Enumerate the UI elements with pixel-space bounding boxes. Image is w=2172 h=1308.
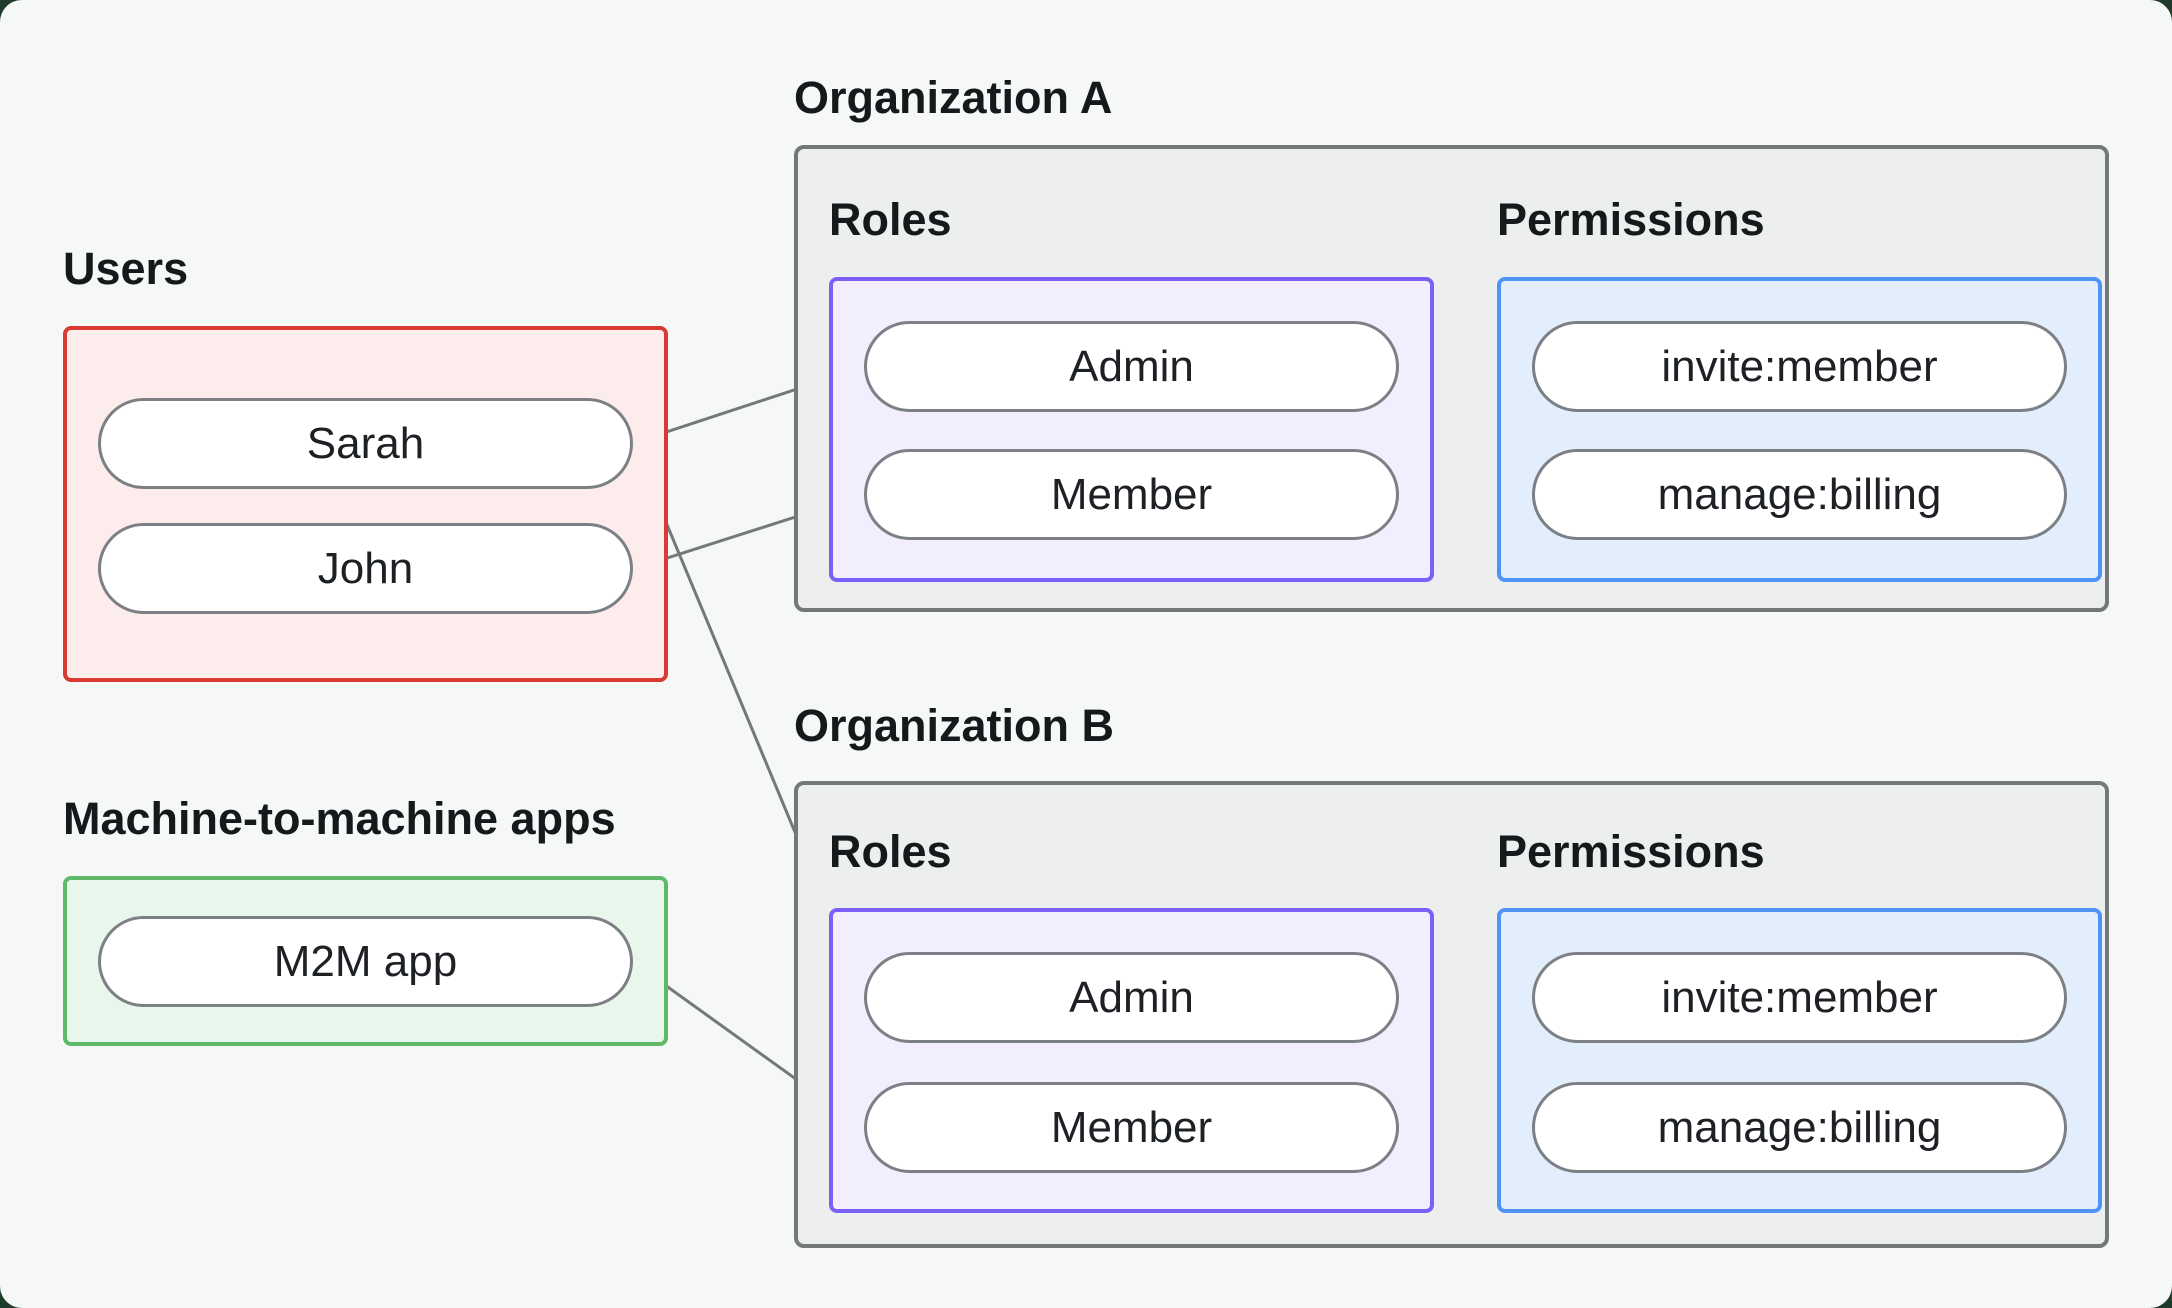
org-b-permission-manage-billing: manage:billing [1532,1082,2067,1173]
org-b-label: Organization B [794,700,1115,751]
org-a-role-admin: Admin [864,321,1399,412]
user-node-john: John [98,523,633,614]
org-b-role-admin: Admin [864,952,1399,1043]
user-node-sarah: Sarah [98,398,633,489]
org-a-permission-manage-billing: manage:billing [1532,449,2067,540]
org-a-permissions-label: Permissions [1497,194,1765,245]
m2m-app-node: M2M app [98,916,633,1007]
org-b-role-member: Member [864,1082,1399,1173]
org-a-roles-label: Roles [829,194,952,245]
org-b-permissions-label: Permissions [1497,826,1765,877]
org-b-roles-label: Roles [829,826,952,877]
m2m-group-label: Machine-to-machine apps [63,793,616,844]
users-group-box [63,326,668,682]
org-a-permission-invite-member: invite:member [1532,321,2067,412]
org-a-label: Organization A [794,72,1113,123]
org-b-permission-invite-member: invite:member [1532,952,2067,1043]
org-a-role-member: Member [864,449,1399,540]
users-group-label: Users [63,243,189,294]
